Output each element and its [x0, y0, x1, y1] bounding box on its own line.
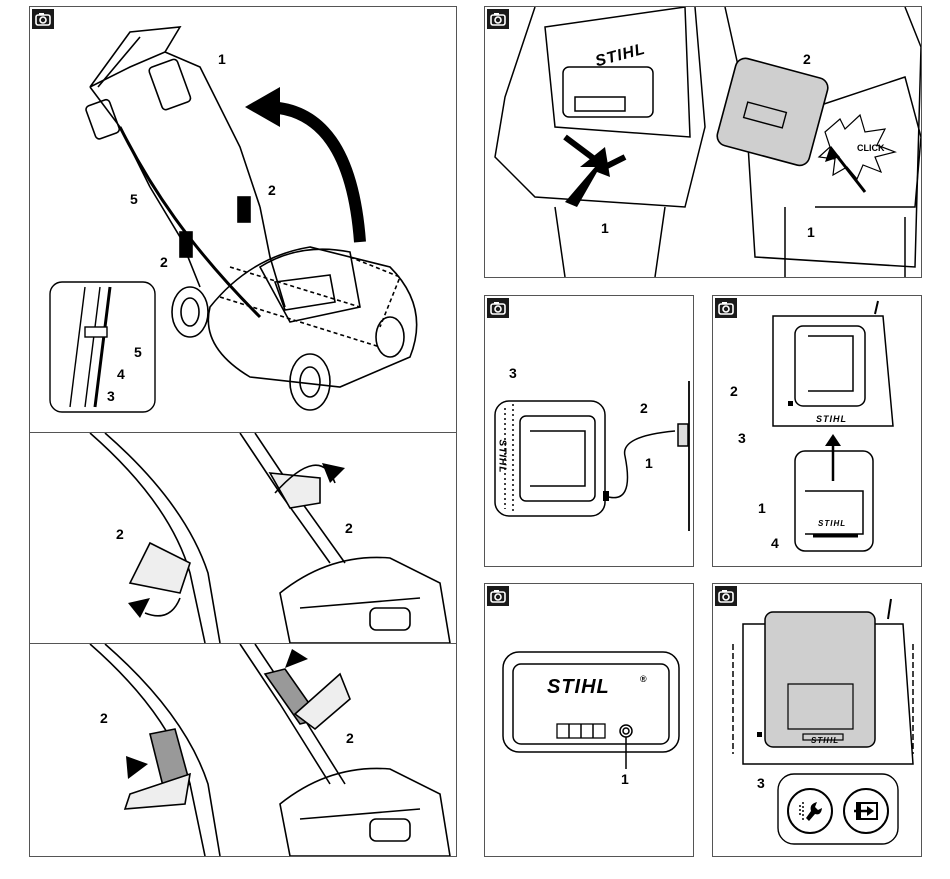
- callout-2: 2: [803, 52, 811, 66]
- click-label: CLICK: [857, 143, 885, 153]
- callout-3: 3: [757, 776, 765, 790]
- callout-1: 1: [218, 52, 226, 66]
- callout-1: 1: [601, 221, 609, 235]
- figure-charger-battery: STIHL STIHL 2 3 1 4: [712, 295, 922, 567]
- callout-2: 2: [268, 183, 276, 197]
- inset-callout-5: 5: [134, 345, 142, 359]
- wrench-icon: [787, 788, 833, 834]
- brand-logo: STIHL: [496, 440, 507, 474]
- callout-3: 3: [509, 366, 517, 380]
- brand-logo: STIHL: [547, 676, 610, 699]
- callout-2: 2: [100, 711, 108, 725]
- callout-2: 2: [640, 401, 648, 415]
- callout-5: 5: [130, 192, 138, 206]
- arrow-into-box-icon: [843, 788, 889, 834]
- inset-callout-4: 4: [117, 367, 125, 381]
- figure-mower-handle: 1 2 2 5 5 4 3 2 2: [29, 6, 457, 857]
- charger-plug-illustration: [485, 296, 693, 566]
- callout-2: 2: [730, 384, 738, 398]
- inset-callout-3: 3: [107, 389, 115, 403]
- battery-insert-illustration: [485, 7, 921, 277]
- callout-1: 1: [758, 501, 766, 515]
- callout-1: 1: [807, 225, 815, 239]
- callout-3: 3: [738, 431, 746, 445]
- figure-battery-button: STIHL ® 1: [484, 583, 694, 857]
- callout-1: 1: [621, 772, 629, 786]
- callout-2: 2: [160, 255, 168, 269]
- lever-closed-illustration: [30, 644, 456, 856]
- figure-battery-insert: STIHL CLICK 1 2 1: [484, 6, 922, 278]
- callout-2: 2: [345, 521, 353, 535]
- callout-1: 1: [645, 456, 653, 470]
- registered-mark: ®: [640, 674, 647, 684]
- figure-charger-plug: STIHL 3 2 1: [484, 295, 694, 567]
- brand-logo: STIHL: [811, 736, 839, 745]
- callout-2: 2: [116, 527, 124, 541]
- figure-charger-docked: STIHL 3: [712, 583, 922, 857]
- brand-logo: STIHL: [816, 414, 847, 424]
- mower-illustration: [30, 7, 456, 432]
- battery-brand-logo: STIHL: [818, 519, 846, 528]
- callout-2: 2: [346, 731, 354, 745]
- battery-button-illustration: [485, 584, 693, 856]
- lever-open-illustration: [30, 433, 456, 643]
- callout-4: 4: [771, 536, 779, 550]
